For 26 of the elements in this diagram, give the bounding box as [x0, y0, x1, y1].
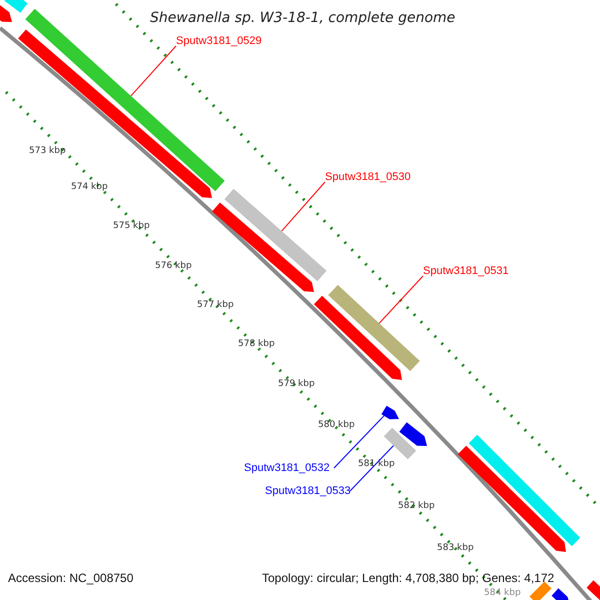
leader-line: [281, 182, 326, 232]
gene-label: Sputw3181_0529: [176, 36, 262, 47]
tick-label: 580 kbp: [318, 421, 355, 430]
footer-text: Topology: circular; Length: 4,708,380 bp; Genes: 4,172: [262, 572, 554, 584]
tick-label: 573 kbp: [29, 147, 66, 156]
gene-label: Sputw3181_0533: [265, 486, 351, 497]
leader-line: [350, 445, 394, 492]
leader-line: [334, 415, 384, 468]
gene-bar: [381, 406, 399, 420]
diagram-title: Shewanella sp. W3-18-1, complete genome: [150, 11, 456, 25]
gene-label: Sputw3181_0531: [423, 266, 509, 277]
footer-text: Accession: NC_008750: [8, 572, 134, 584]
gene-label: Sputw3181_0530: [325, 172, 411, 183]
gene-bar: [328, 284, 420, 372]
tick-label: 578 kbp: [238, 340, 275, 349]
tick-label: 582 kbp: [398, 502, 435, 511]
leader-line: [130, 46, 176, 96]
leader-line: [378, 276, 424, 324]
tick-label: 584 kbp: [484, 589, 521, 598]
tick-label: 583 kbp: [437, 544, 474, 553]
tick-label: 577 kbp: [197, 301, 234, 310]
tick-label: 574 kbp: [71, 183, 108, 192]
gene-bar: [458, 446, 566, 552]
gene-label: Sputw3181_0532: [244, 463, 330, 474]
gene-bar: [224, 188, 327, 282]
gene-bar: [384, 428, 416, 460]
